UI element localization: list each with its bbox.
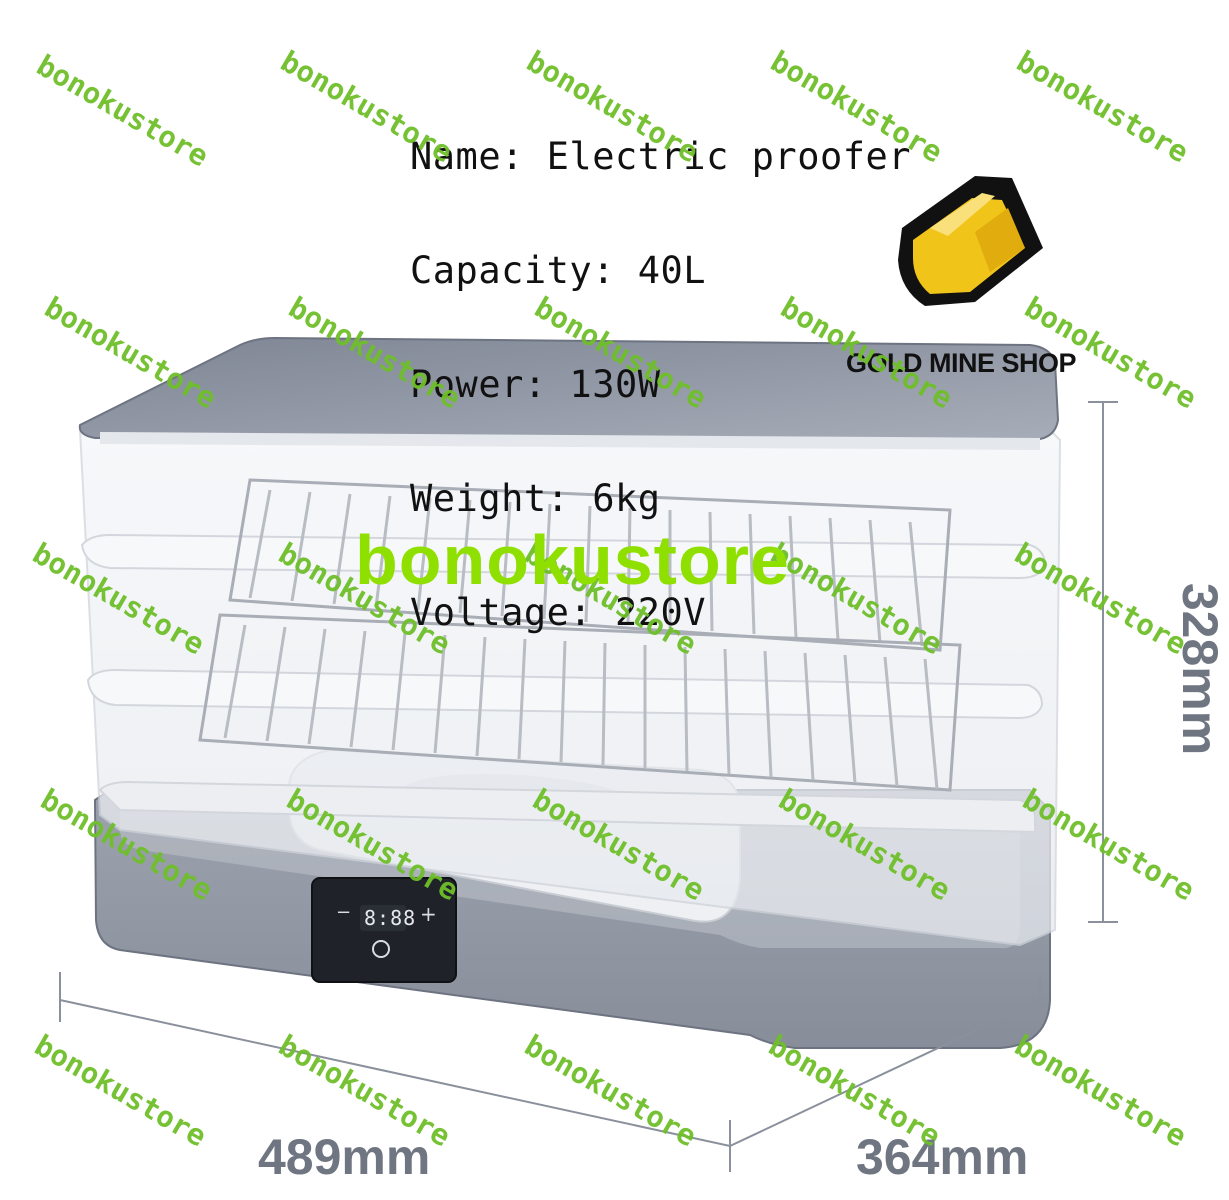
product-image: Name: Electric proofer Capacity: 40L Pow… [27,44,1228,1185]
spec-list: Name: Electric proofer Capacity: 40L Pow… [410,62,911,708]
spec-power: Power: 130W [410,363,661,406]
gold-bar-icon [898,176,1043,306]
spec-weight: Weight: 6kg [410,477,661,520]
depth-dimension: 364mm [856,1129,1029,1185]
panel-display: 8:88 [364,906,417,930]
panel-minus-button: − [336,902,352,923]
height-dimension: 328mm [1172,582,1228,756]
panel-plus-button: + [420,902,437,926]
spec-voltage: Voltage: 220V [410,591,707,634]
spec-name: Name: Electric proofer [410,135,912,178]
width-dimension: 489mm [258,1129,431,1185]
proofer-illustration [59,176,1118,1172]
center-watermark: bonokustore [355,521,790,599]
logo-caption: GOLD MINE SHOP [846,348,1077,378]
spec-capacity: Capacity: 40L [410,249,707,292]
power-icon [372,940,390,958]
